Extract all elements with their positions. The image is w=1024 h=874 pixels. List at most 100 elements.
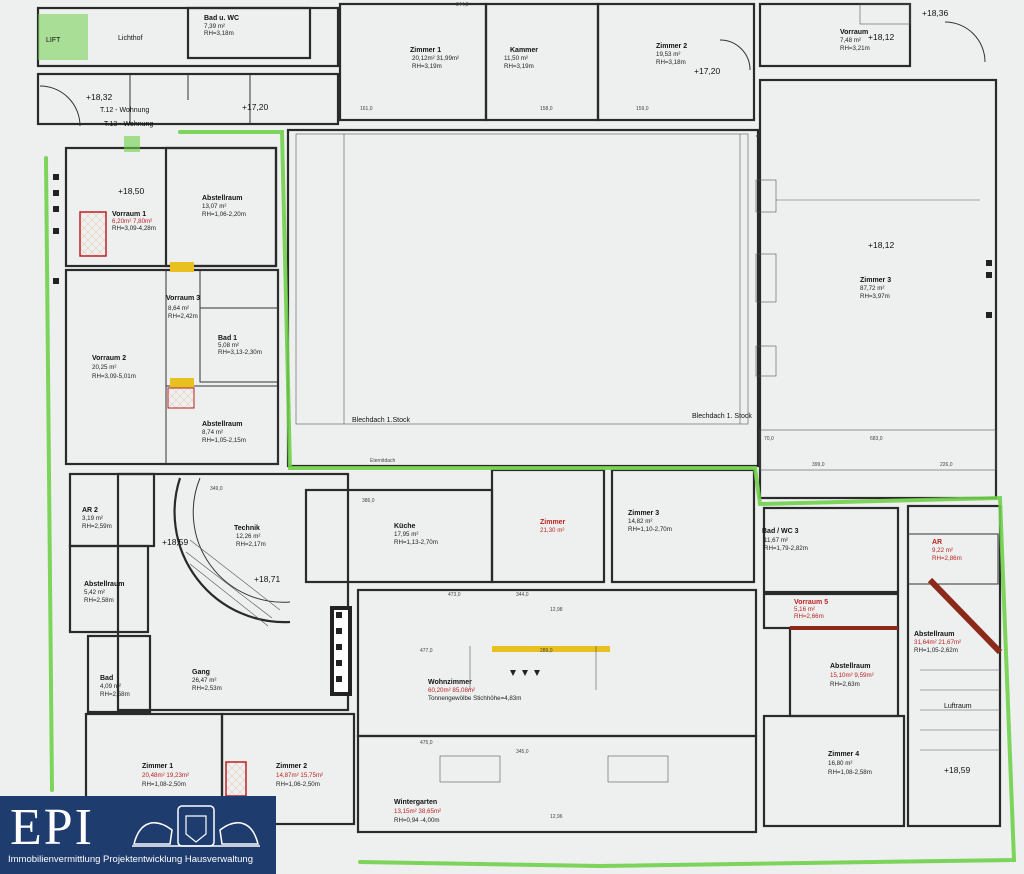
svg-text:19,53 m²: 19,53 m² — [656, 51, 680, 58]
svg-text:14,82 m²: 14,82 m² — [628, 518, 652, 525]
svg-text:RH=2,66m: RH=2,66m — [794, 613, 824, 620]
brand-name: EPI — [10, 799, 94, 856]
svg-text:60,20m² 85,08m²: 60,20m² 85,08m² — [428, 687, 475, 694]
svg-text:RH=3,19m: RH=3,19m — [412, 63, 442, 70]
dimension: 12,96 — [550, 814, 563, 820]
svg-text:RH=2,86m: RH=2,86m — [932, 555, 962, 562]
svg-text:14,87m² 15,75m²: 14,87m² 15,75m² — [276, 772, 323, 779]
svg-text:RH=3,09-5,01m: RH=3,09-5,01m — [92, 373, 136, 380]
svg-text:Abstellraum: Abstellraum — [84, 581, 124, 588]
dimension: 158,0 — [540, 106, 553, 112]
svg-text:RH=1,05-2,15m: RH=1,05-2,15m — [202, 437, 246, 444]
svg-text:RH=3,21m: RH=3,21m — [840, 45, 870, 52]
dimension: 70,0 — [764, 436, 774, 442]
svg-text:RH=3,13-2,30m: RH=3,13-2,30m — [218, 349, 262, 356]
svg-text:Zimmer 2: Zimmer 2 — [656, 43, 687, 50]
lichthof-label: Lichthof — [118, 35, 143, 42]
svg-text:RH=1,06-2,50m: RH=1,06-2,50m — [276, 781, 320, 788]
dimension: 399,0 — [812, 462, 825, 468]
svg-text:Zimmer: Zimmer — [540, 519, 566, 526]
coat-of-arms-icon — [132, 805, 260, 847]
level-marker: +18,12 — [868, 240, 895, 250]
svg-text:Bad / WC 3: Bad / WC 3 — [762, 528, 799, 535]
dimension: 161,0 — [360, 106, 373, 112]
level-marker: +18,36 — [922, 8, 949, 18]
window-marker-icon — [336, 612, 342, 618]
dimension: 289,0 — [540, 648, 553, 654]
svg-text:26,47 m²: 26,47 m² — [192, 677, 216, 684]
svg-text:21,30 m²: 21,30 m² — [540, 527, 564, 534]
dimension: 386,0 — [362, 498, 375, 504]
roof-left-label: Blechdach 1.Stock — [352, 417, 410, 424]
svg-text:AR 2: AR 2 — [82, 507, 98, 514]
svg-text:RH=3,18m: RH=3,18m — [656, 59, 686, 66]
window-marker-icon — [986, 260, 992, 266]
epi-logo-banner: EPI Immobilienvermittlung Projektentwick… — [0, 796, 276, 874]
svg-text:RH=2,42m: RH=2,42m — [168, 313, 198, 320]
level-marker: +18,50 — [118, 186, 145, 196]
svg-text:RH=0,94 -4,00m: RH=0,94 -4,00m — [394, 817, 440, 824]
right-wing — [762, 504, 1003, 828]
svg-text:Zimmer 4: Zimmer 4 — [828, 751, 859, 758]
eternit-label: Eternitdach — [370, 458, 396, 464]
svg-text:5,16 m²: 5,16 m² — [794, 606, 815, 613]
skylight-icon — [510, 670, 540, 676]
svg-text:RH=1,08-2,58m: RH=1,08-2,58m — [828, 769, 872, 776]
dimension: 475,0 — [420, 740, 433, 746]
svg-text:17,95 m²: 17,95 m² — [394, 531, 418, 538]
svg-text:RH=1,13-2,70m: RH=1,13-2,70m — [394, 539, 438, 546]
svg-text:5,42 m²: 5,42 m² — [84, 589, 105, 596]
lower-left-rooms — [68, 468, 756, 826]
svg-text:31,64m² 21,67m²: 31,64m² 21,67m² — [914, 639, 961, 646]
lift-label: LIFT — [46, 37, 61, 44]
svg-text:87,72 m²: 87,72 m² — [860, 285, 884, 292]
room-label: Zimmer 4 16,80 m² RH=1,08-2,58m — [828, 751, 872, 776]
svg-text:9,22 m²: 9,22 m² — [932, 547, 953, 554]
svg-text:RH=3,97m: RH=3,97m — [860, 293, 890, 300]
level-marker: +18,59 — [162, 537, 189, 547]
svg-text:5,08 m²: 5,08 m² — [218, 342, 239, 349]
svg-text:RH=2,63m: RH=2,63m — [830, 681, 860, 688]
svg-text:Küche: Küche — [394, 523, 416, 530]
svg-text:7,48 m²: 7,48 m² — [840, 37, 861, 44]
svg-text:8,74 m²: 8,74 m² — [202, 429, 223, 436]
level-marker: +18,59 — [944, 765, 971, 775]
window-marker-icon — [53, 278, 59, 284]
window-marker-icon — [53, 206, 59, 212]
svg-text:Abstellraum: Abstellraum — [202, 195, 242, 202]
dimension-labels: 844,0 161,0 158,0 159,0 12,98 12,96 344,… — [210, 2, 953, 820]
svg-text:13,07 m²: 13,07 m² — [202, 203, 226, 210]
dimension: 473,0 — [448, 592, 461, 598]
dimension: 12,98 — [550, 607, 563, 613]
dimension: 226,0 — [940, 462, 953, 468]
svg-text:7,39 m²: 7,39 m² — [204, 23, 225, 30]
svg-text:RH=1,10-2,70m: RH=1,10-2,70m — [628, 526, 672, 533]
window-marker-icon — [986, 272, 992, 278]
svg-text:16,80 m²: 16,80 m² — [828, 760, 852, 767]
svg-text:RH=3,09-4,28m: RH=3,09-4,28m — [112, 225, 156, 232]
dimension: 349,0 — [210, 486, 223, 492]
dimension: 344,0 — [516, 592, 529, 598]
svg-text:Vorraum 5: Vorraum 5 — [794, 599, 828, 606]
svg-text:Zimmer 1: Zimmer 1 — [410, 47, 441, 54]
svg-text:Abstellraum: Abstellraum — [914, 631, 954, 638]
svg-text:RH=2,59m: RH=2,59m — [82, 523, 112, 530]
dimension: 683,0 — [870, 436, 883, 442]
svg-text:Bad 1: Bad 1 — [218, 335, 237, 342]
svg-text:11,50 m²: 11,50 m² — [504, 55, 528, 62]
